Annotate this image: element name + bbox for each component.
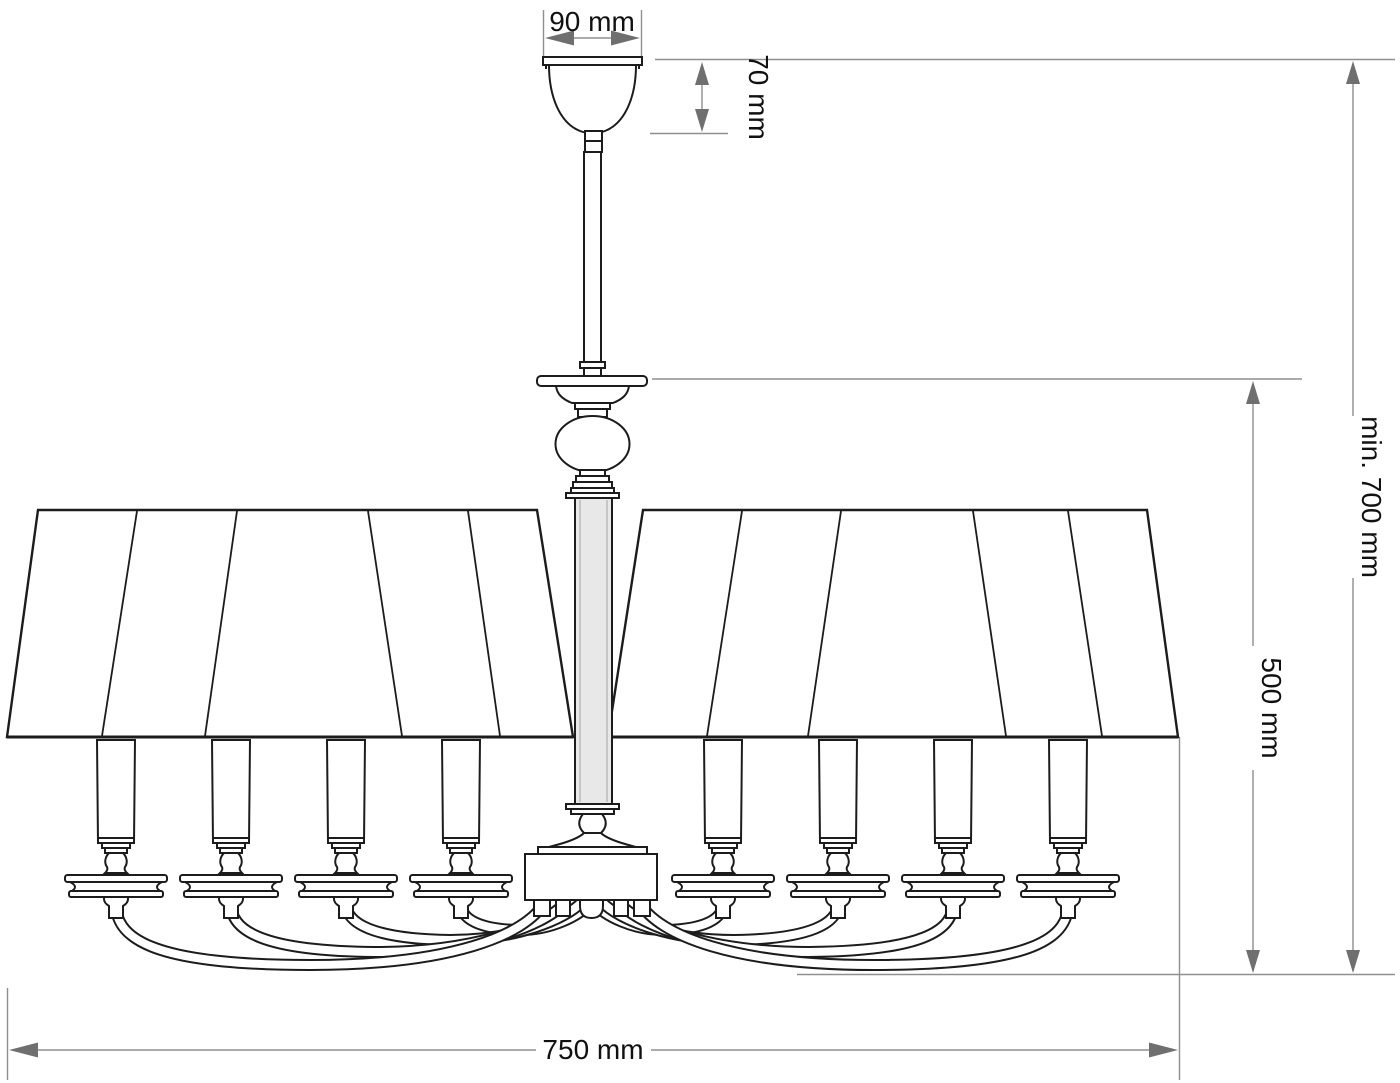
arrow-down-icon — [1346, 950, 1360, 973]
canopy-bowl — [547, 64, 638, 135]
hub-finial — [579, 899, 604, 920]
hub-top-plate — [537, 846, 648, 855]
sphere-ornament — [554, 415, 631, 473]
label-canopy-width: 90 mm — [549, 6, 635, 37]
hub-body — [524, 853, 658, 901]
shade — [5, 508, 1180, 739]
arrow-left-icon — [9, 1042, 38, 1058]
arrow-down-icon — [695, 109, 709, 132]
arrow-up-icon — [695, 62, 709, 85]
column-base-flare — [544, 832, 641, 849]
label-body-height: 500 mm — [1256, 657, 1287, 758]
arrow-up-icon — [1346, 61, 1360, 84]
dimension-750mm — [6, 737, 1181, 1080]
arrow-right-icon — [1149, 1042, 1178, 1058]
dimension-labels: 90 mm 70 mm min. 700 mm 500 mm 750 mm — [542, 6, 1387, 1065]
label-canopy-height: 70 mm — [743, 54, 774, 140]
arrow-left-icon — [545, 30, 574, 46]
dimension-70mm — [650, 62, 728, 135]
dimension-min700mm — [1346, 61, 1360, 973]
stem-assembly — [536, 56, 648, 855]
dimension-500mm — [1246, 381, 1260, 973]
ceiling-canopy — [542, 56, 643, 153]
shade-fold-lines — [101, 510, 1103, 737]
label-shade-diameter: 750 mm — [542, 1034, 643, 1065]
column-knob — [578, 813, 607, 834]
shade-right-panel — [606, 508, 1180, 739]
arms-left — [109, 897, 596, 972]
arrow-up-icon — [1246, 381, 1260, 404]
arm-hub — [524, 853, 658, 920]
dimension-lines — [6, 10, 1395, 1080]
arrow-right-icon — [611, 30, 640, 46]
suspension-rod — [583, 151, 602, 364]
center-column — [574, 497, 613, 805]
arrow-down-icon — [1246, 950, 1260, 973]
shade-left-panel — [5, 508, 575, 739]
dimension-90mm — [542, 10, 643, 56]
flange-cup — [554, 385, 631, 404]
label-min-hanging-height: min. 700 mm — [1356, 416, 1387, 578]
ceiling-flange — [536, 375, 648, 387]
